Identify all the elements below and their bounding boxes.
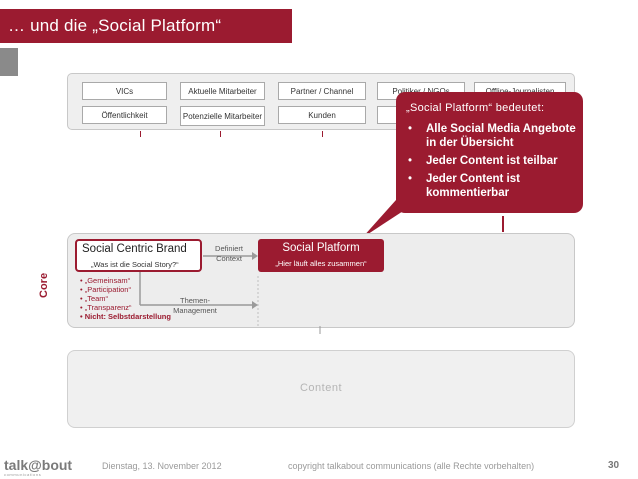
page-number: 30	[608, 460, 620, 471]
stakeholder-vics: VICs	[82, 82, 167, 100]
callout-bullet: Alle Social Media Angebote in der Übersi…	[406, 122, 581, 150]
callout-bullets: Alle Social Media Angebote in der Übersi…	[406, 122, 581, 204]
talkabout-logo: talk@bout	[4, 457, 72, 473]
stakeholder-current-staff: Aktuelle Mitarbeiter	[180, 82, 265, 100]
footer-copyright: copyright talkabout communications (alle…	[288, 461, 535, 471]
topic-management-label: Themen-Management	[173, 296, 217, 315]
social-centric-brand-box: Social Centric Brand „Was ist die Social…	[75, 239, 202, 272]
content-label: Content	[299, 382, 343, 394]
stakeholder-public: Öffentlichkeit	[82, 106, 167, 124]
platform-title: Social Platform	[282, 242, 360, 254]
brand-values-list: • „Gemeinsam“ • „Participation“ • „Team“…	[80, 276, 171, 321]
arrow-tick	[220, 131, 221, 137]
logo-subtext: communications	[4, 472, 42, 477]
stakeholder-partner-channel: Partner / Channel	[278, 82, 366, 100]
left-accent-block	[0, 48, 18, 76]
brand-title: Social Centric Brand	[82, 243, 187, 255]
brand-value-item: • „Participation“	[80, 285, 131, 294]
brand-value-item: • „Transparenz“	[80, 303, 132, 312]
brand-value-item: • „Team“	[80, 294, 109, 303]
stakeholder-potential-staff: Potenzielle Mitarbeiter	[180, 106, 265, 126]
arrow-connector	[502, 216, 504, 232]
footer-date: Dienstag, 13. November 2012	[102, 461, 222, 471]
logo-text: talk@bout	[4, 457, 73, 473]
callout-bullet: Jeder Content ist kommentierbar	[406, 172, 581, 200]
slide-title: … und die „Social Platform“	[8, 16, 222, 35]
stakeholder-customers: Kunden	[278, 106, 366, 124]
brand-value-item: • „Gemeinsam“	[80, 276, 131, 285]
brand-value-item: • Nicht: Selbstdarstellung	[80, 312, 171, 321]
callout-bullet: Jeder Content ist teilbar	[406, 154, 581, 168]
callout-box: „Social Platform“ bedeutet: Alle Social …	[396, 92, 583, 213]
defines-context-label: Definiert Context	[215, 244, 243, 263]
callout-title: „Social Platform“ bedeutet:	[406, 102, 545, 114]
content-panel: Content	[67, 350, 575, 428]
platform-subtitle: „Hier läuft alles zusammen“	[275, 259, 367, 268]
social-platform-box: Social Platform „Hier läuft alles zusamm…	[258, 239, 384, 272]
arrow-tick	[140, 131, 141, 137]
slide-title-bar: … und die „Social Platform“	[0, 9, 292, 43]
arrow-tick	[322, 131, 323, 137]
brand-subtitle: „Was ist die Social Story?“	[91, 260, 179, 269]
